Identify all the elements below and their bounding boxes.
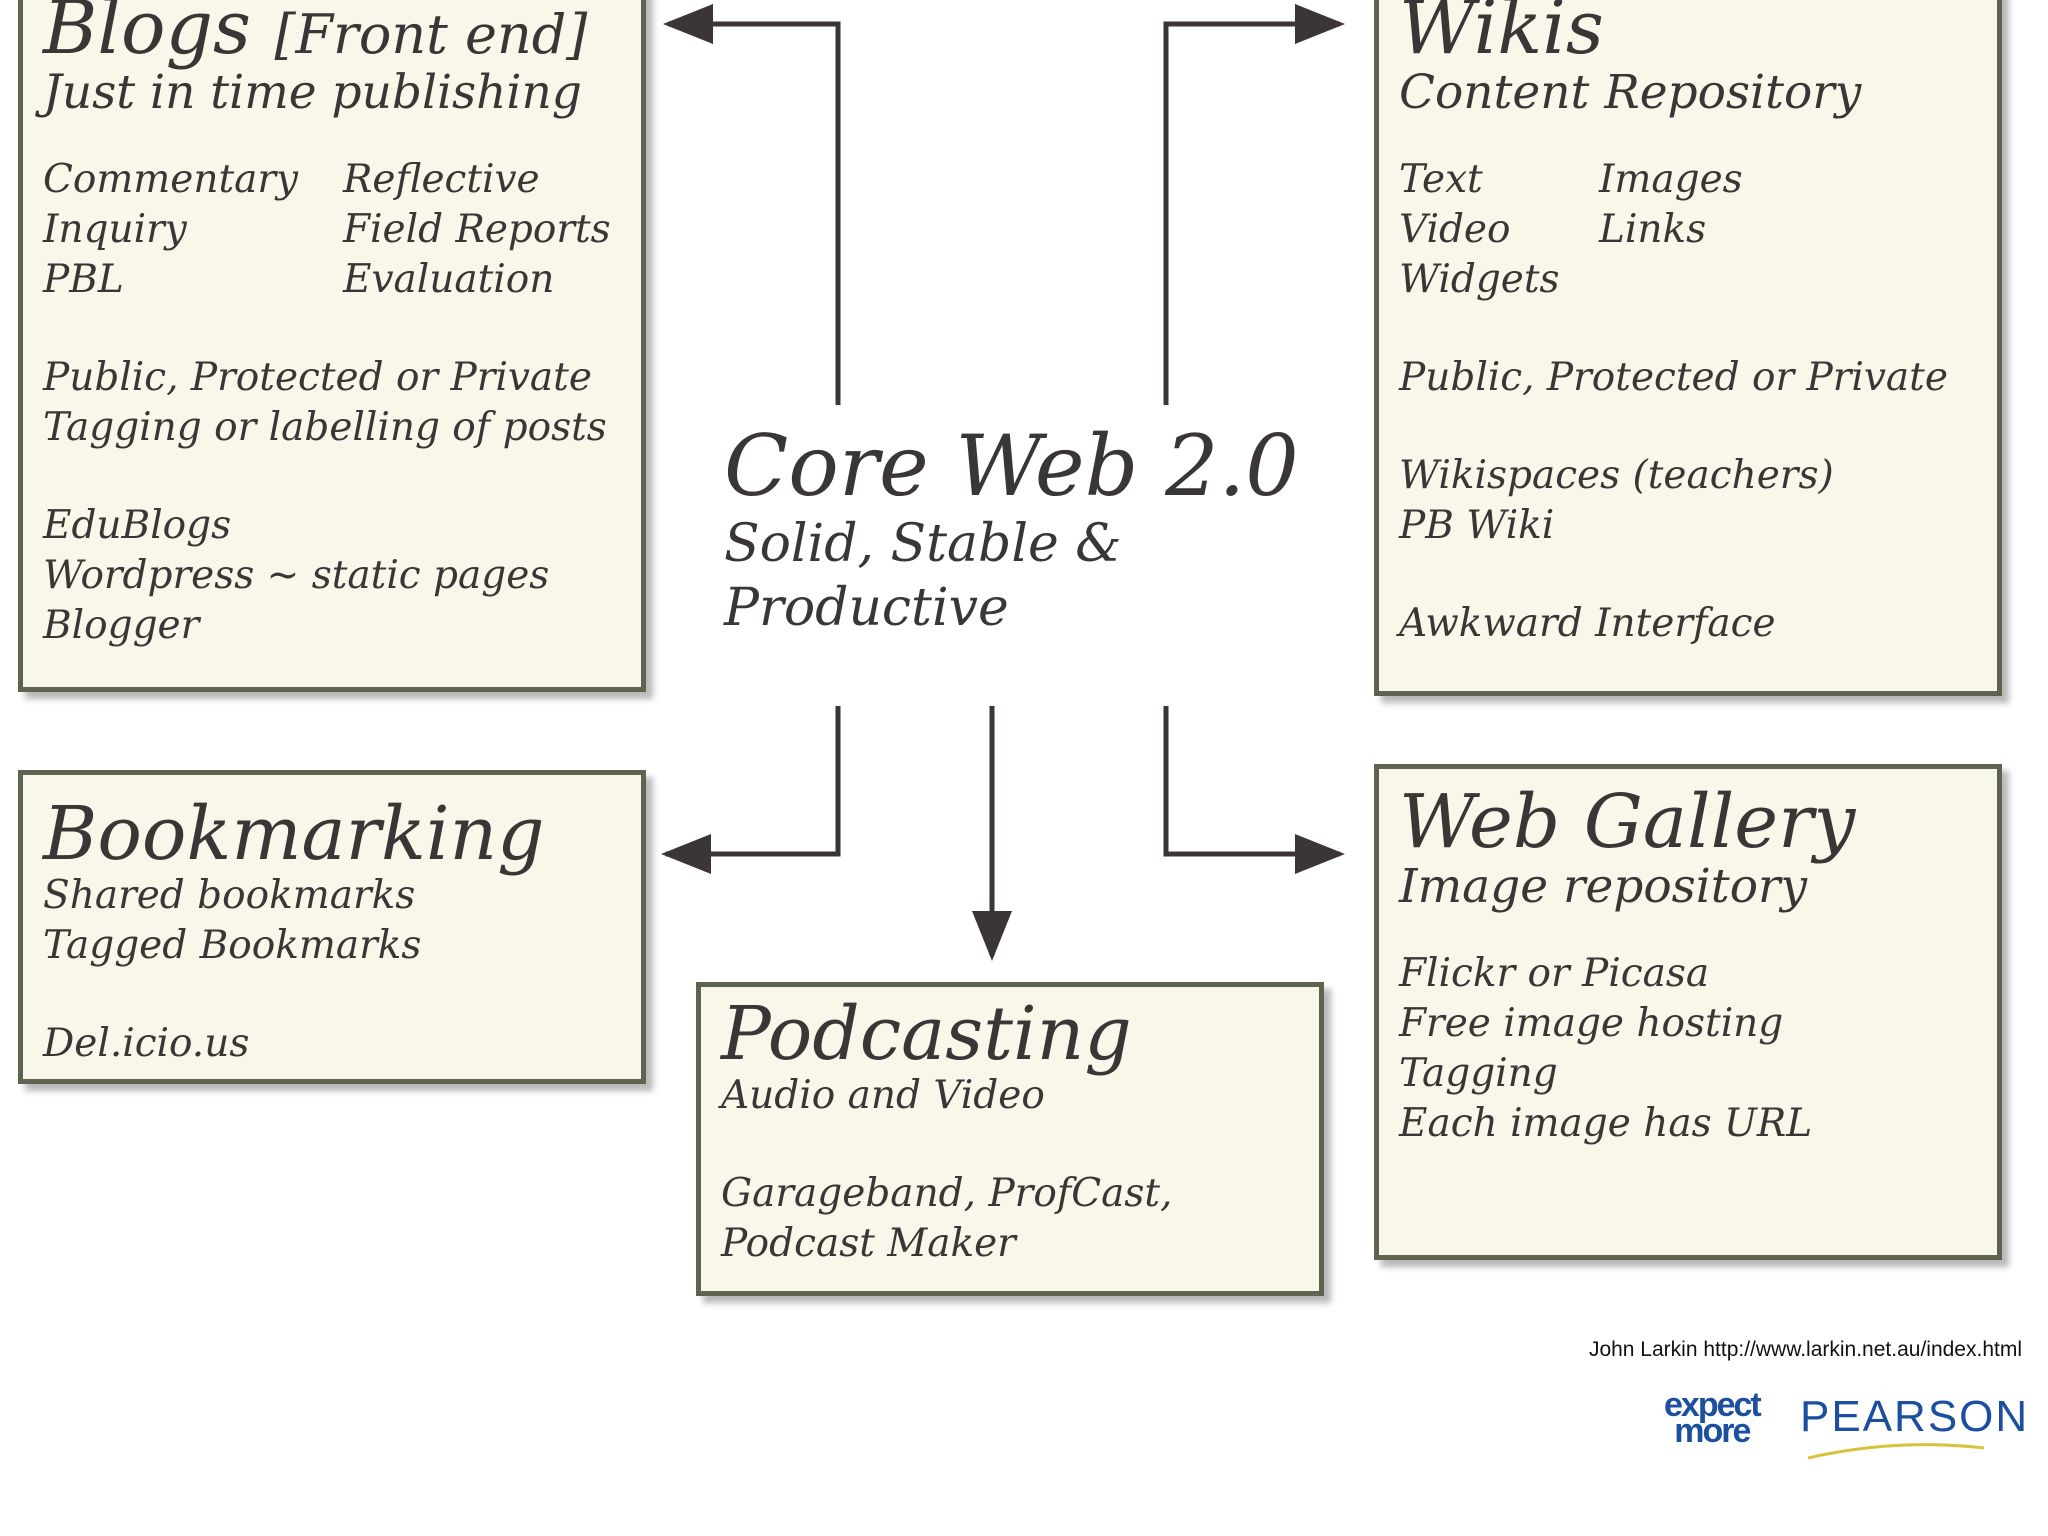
core-web-subtitle-line: Solid, Stable & (724, 514, 1122, 575)
wikis-privacy-line: Public, Protected or Private (1399, 354, 1948, 400)
wikis-title: Wikis (1399, 0, 1604, 71)
web-gallery-item: Tagging (1399, 1050, 1558, 1096)
wikis-note: Awkward Interface (1399, 600, 1776, 646)
core-web-title: Core Web 2.0 (724, 417, 1299, 515)
web-gallery-item: Flickr or Picasa (1399, 950, 1710, 996)
wikis-grid-cell: Text (1399, 156, 1483, 202)
blogs-title-row: Blogs [Front end] (43, 0, 641, 65)
blogs-tool: Wordpress ~ static pages (43, 552, 550, 598)
podcasting-box: Podcasting Audio and Video Garageband, P… (696, 982, 1324, 1296)
wikis-grid-cell: Images (1599, 156, 1743, 202)
blogs-title-note: [Front end] (274, 3, 588, 66)
blogs-tool: Blogger (43, 602, 200, 648)
bookmarking-box: Bookmarking Shared bookmarks Tagged Book… (18, 770, 646, 1084)
wikis-grid-cell: Links (1599, 206, 1707, 252)
podcasting-tool: Garageband, ProfCast, (721, 1171, 1173, 1216)
core-web-label: Core Web 2.0 Solid, Stable & Productive (724, 420, 1299, 640)
web-gallery-item: Each image has URL (1399, 1100, 1813, 1146)
wikis-subtitle: Content Repository (1399, 65, 1862, 120)
blogs-grid-cell: Reflective (343, 156, 540, 202)
expect-more-logo: expect more (1664, 1386, 1762, 1450)
podcasting-tool: Podcast Maker (721, 1221, 1016, 1266)
blogs-tool: EduBlogs (43, 502, 232, 548)
wikis-tool: Wikispaces (teachers) (1399, 452, 1834, 498)
wikis-grid-cell: Widgets (1399, 256, 1560, 302)
wikis-grid-cell (1599, 255, 1997, 305)
bookmarking-title: Bookmarking (43, 791, 545, 877)
wikis-grid-cell: Video (1399, 206, 1511, 252)
blogs-grid-cell: PBL (43, 256, 124, 302)
blogs-tagging-line: Tagging or labelling of posts (43, 404, 607, 450)
web-gallery-item: Free image hosting (1399, 1000, 1784, 1046)
arrow-to-blogs (663, 3, 841, 405)
blogs-privacy-line: Public, Protected or Private (43, 354, 592, 400)
arrow-to-web-gallery (1163, 706, 1345, 874)
podcasting-subtitle: Audio and Video (721, 1073, 1045, 1118)
blogs-grid-cell: Commentary (43, 156, 299, 202)
arrow-to-bookmarking (661, 706, 841, 874)
core-web-subtitle-line: Productive (724, 578, 1009, 639)
blogs-box: Blogs [Front end] Just in time publishin… (18, 0, 646, 692)
bookmarking-item: Shared bookmarks (43, 873, 416, 918)
blogs-title: Blogs (43, 0, 251, 71)
expect-more-logo-bottom: more (1674, 1412, 1751, 1450)
web-gallery-subtitle: Image repository (1399, 859, 1808, 914)
web-gallery-box: Web Gallery Image repository Flickr or P… (1374, 764, 2002, 1260)
blogs-grid-cell: Inquiry (43, 206, 187, 252)
blogs-grid-cell: Field Reports (343, 206, 611, 252)
pearson-swoosh-icon (1807, 1443, 1985, 1460)
blogs-grid-cell: Evaluation (343, 256, 555, 302)
credit-text: John Larkin http://www.larkin.net.au/ind… (1588, 1338, 2022, 1361)
wikis-box: Wikis Content Repository Text Images Vid… (1374, 0, 2002, 696)
blogs-activity-grid: Commentary Reflective Inquiry Field Repo… (43, 155, 641, 305)
expect-more-logo-top: expect (1664, 1386, 1762, 1424)
wikis-tool: PB Wiki (1399, 502, 1555, 548)
web-gallery-title: Web Gallery (1399, 779, 1856, 865)
wikis-media-grid: Text Images Video Links Widgets (1399, 155, 1997, 305)
bookmarking-tool: Del.icio.us (43, 1021, 250, 1066)
bookmarking-item: Tagged Bookmarks (43, 923, 422, 968)
arrow-to-wikis (1163, 4, 1345, 405)
podcasting-title: Podcasting (721, 991, 1132, 1077)
pearson-logo: PEARSON (1800, 1392, 2030, 1441)
blogs-subtitle: Just in time publishing (43, 65, 582, 120)
